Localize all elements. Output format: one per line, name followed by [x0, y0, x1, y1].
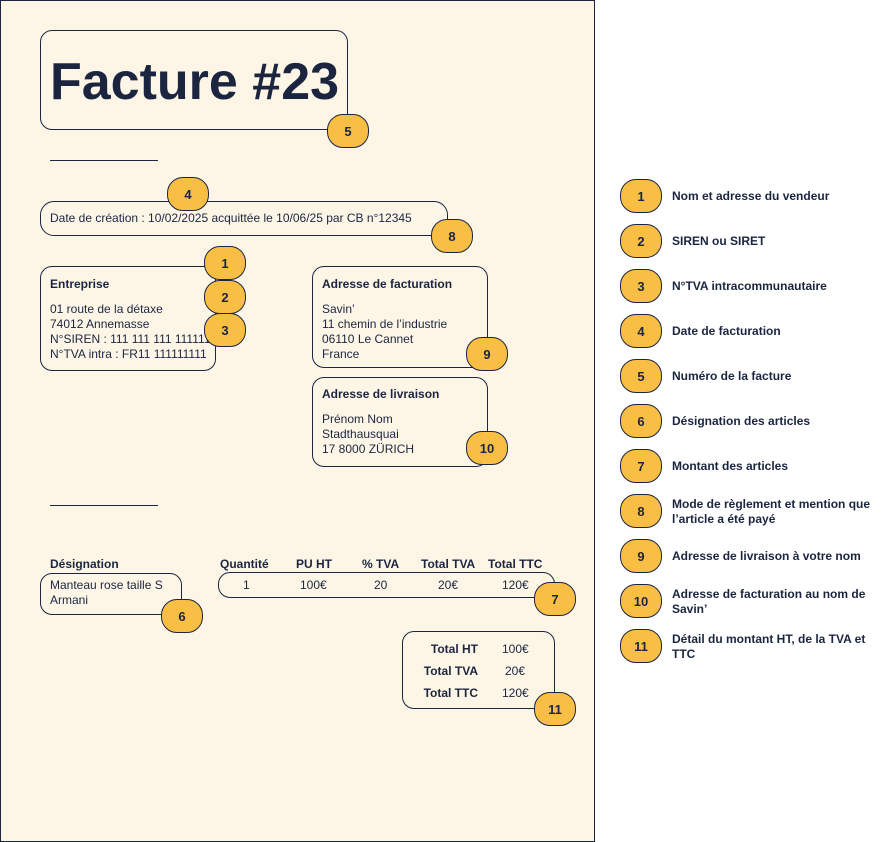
billing-line2: 11 chemin de l’industrie — [322, 317, 448, 331]
legend-text-10: Adresse de facturation au nom de Savin’ — [672, 587, 866, 616]
col-header-total-ttc: Total TTC — [488, 557, 543, 571]
seller-heading: Entreprise — [50, 277, 110, 291]
billing-line4: France — [322, 347, 360, 361]
item-total-vat: 20€ — [438, 578, 459, 592]
col-header-total-vat: Total TVA — [421, 557, 476, 571]
marker-9: 9 — [466, 337, 508, 371]
legend-badge-5: 5 — [620, 359, 662, 393]
legend-text-1: Nom et adresse du vendeur — [672, 189, 830, 203]
legend-badge-11: 11 — [620, 629, 662, 663]
invoice-sheet — [0, 0, 595, 842]
col-header-designation: Désignation — [50, 557, 119, 571]
item-unit-price: 100€ — [300, 578, 327, 592]
billing-heading: Adresse de facturation — [322, 277, 453, 291]
col-header-vat-rate: % TVA — [362, 557, 400, 571]
marker-2: 2 — [204, 280, 246, 314]
item-quantity: 1 — [243, 578, 250, 592]
item-vat-rate: 20 — [374, 578, 388, 592]
legend-text-7: Montant des articles — [672, 459, 789, 473]
legend-badge-1: 1 — [620, 179, 662, 213]
seller-address-line2: 74012 Annemasse — [50, 317, 150, 331]
marker-8: 8 — [431, 219, 473, 253]
legend-text-8: Mode de règlement et mention que l’artic… — [672, 497, 871, 526]
marker-4: 4 — [167, 177, 209, 211]
legend-text-6: Désignation des articles — [672, 414, 811, 428]
seller-tva: N°TVA intra : FR11 111111111 — [50, 347, 207, 361]
legend-text-11: Détail du montant HT, de la TVA et TTC — [672, 632, 866, 661]
legend-text-2: SIREN ou SIRET — [672, 234, 766, 248]
invoice-title: Facture #23 — [50, 53, 340, 111]
delivery-line1: Prénom Nom — [322, 412, 393, 426]
marker-7: 7 — [534, 582, 576, 616]
marker-10: 10 — [466, 431, 508, 465]
billing-line3: 06110 Le Cannet — [322, 332, 414, 346]
legend-badge-7: 7 — [620, 449, 662, 483]
billing-line1: Savin’ — [322, 302, 355, 316]
legend-text-5: Numéro de la facture — [672, 369, 792, 383]
item-total-ttc: 120€ — [502, 578, 529, 592]
legend-badge-4: 4 — [620, 314, 662, 348]
marker-6: 6 — [161, 599, 203, 633]
item-designation-box — [40, 573, 182, 615]
divider-top — [50, 160, 158, 161]
legend-badge-9: 9 — [620, 539, 662, 573]
legend-badge-6: 6 — [620, 404, 662, 438]
item-designation-line2: Armani — [50, 593, 89, 607]
col-header-quantity: Quantité — [220, 557, 269, 571]
legend-badge-10: 10 — [620, 584, 662, 618]
invoice-date-line: Date de création : 10/02/2025 acquittée … — [50, 211, 412, 225]
legend-badge-2: 2 — [620, 224, 662, 258]
invoice-title-box — [40, 30, 348, 130]
marker-3: 3 — [204, 313, 246, 347]
marker-1: 1 — [204, 246, 246, 280]
seller-siren: N°SIREN : 111 111 111 111111 — [50, 332, 211, 346]
legend-text-4: Date de facturation — [672, 324, 781, 338]
col-header-unit-price: PU HT — [296, 557, 332, 571]
legend-text-3: N°TVA intracommunautaire — [672, 279, 827, 293]
total-tva-value: 20€ — [505, 664, 526, 678]
delivery-line2: Stadthausquai — [322, 427, 399, 441]
seller-address-line1: 01 route de la détaxe — [50, 302, 163, 316]
legend-text-9: Adresse de livraison à votre nom — [672, 549, 861, 563]
total-tva-label: Total TVA — [423, 664, 478, 678]
totals-box — [402, 631, 555, 709]
delivery-line3: 17 8000 ZÜRICH — [322, 442, 415, 456]
marker-11: 11 — [534, 692, 576, 726]
legend-badge-3: 3 — [620, 269, 662, 303]
divider-middle — [50, 505, 158, 506]
marker-5: 5 — [327, 114, 369, 148]
item-designation-line1: Manteau rose taille S — [50, 578, 163, 592]
date-box — [40, 201, 448, 236]
total-ht-label: Total HT — [430, 642, 478, 656]
legend-badge-8: 8 — [620, 494, 662, 528]
delivery-heading: Adresse de livraison — [322, 387, 440, 401]
billing-box — [312, 266, 488, 368]
delivery-box — [312, 377, 488, 467]
total-ttc-value: 120€ — [502, 686, 529, 700]
total-ht-value: 100€ — [502, 642, 529, 656]
total-ttc-label: Total TTC — [423, 686, 478, 700]
